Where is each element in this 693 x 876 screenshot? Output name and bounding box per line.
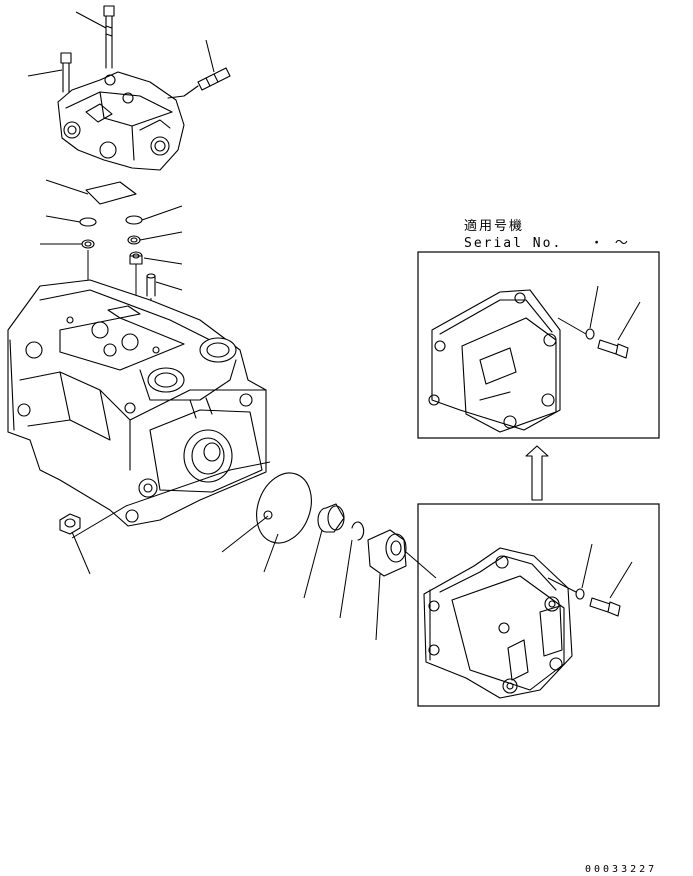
plug-nut xyxy=(129,251,143,265)
valve-bolt-1 xyxy=(103,5,115,69)
valve-body xyxy=(57,71,185,171)
washer-alt xyxy=(585,328,595,340)
o-ring-right xyxy=(125,215,143,225)
seal-left xyxy=(81,239,95,249)
seal-right xyxy=(127,235,141,245)
serial-range-text: ・ ～ xyxy=(590,236,630,251)
applicability-box xyxy=(417,251,660,439)
coupling-sleeve xyxy=(317,503,345,533)
gasket-ring xyxy=(256,472,312,544)
drawing-code: 00033227 xyxy=(585,864,658,875)
leader-lines xyxy=(27,11,381,641)
valve-bolt-2 xyxy=(60,52,72,93)
gear-pump-alt xyxy=(428,289,561,433)
coupling-leader xyxy=(405,551,437,579)
bolt-alt xyxy=(597,339,629,359)
spline-coupling xyxy=(367,529,407,577)
drain-plug xyxy=(59,513,81,535)
serial-label-text: Serial No. xyxy=(464,236,563,251)
dowel-pin xyxy=(146,273,156,297)
sensor-plug xyxy=(167,67,231,99)
gasket xyxy=(85,181,137,205)
gear-pump xyxy=(423,547,573,699)
o-ring-left xyxy=(79,217,97,227)
snap-ring xyxy=(351,521,365,541)
serial-number-label: Serial No. ・ ～ xyxy=(464,232,630,251)
main-pump-body xyxy=(7,279,267,527)
pump-box xyxy=(417,503,660,707)
bolt xyxy=(589,597,621,617)
applicability-heading: 適用号機 xyxy=(464,219,525,234)
washer xyxy=(575,588,585,600)
up-arrow xyxy=(525,445,549,501)
